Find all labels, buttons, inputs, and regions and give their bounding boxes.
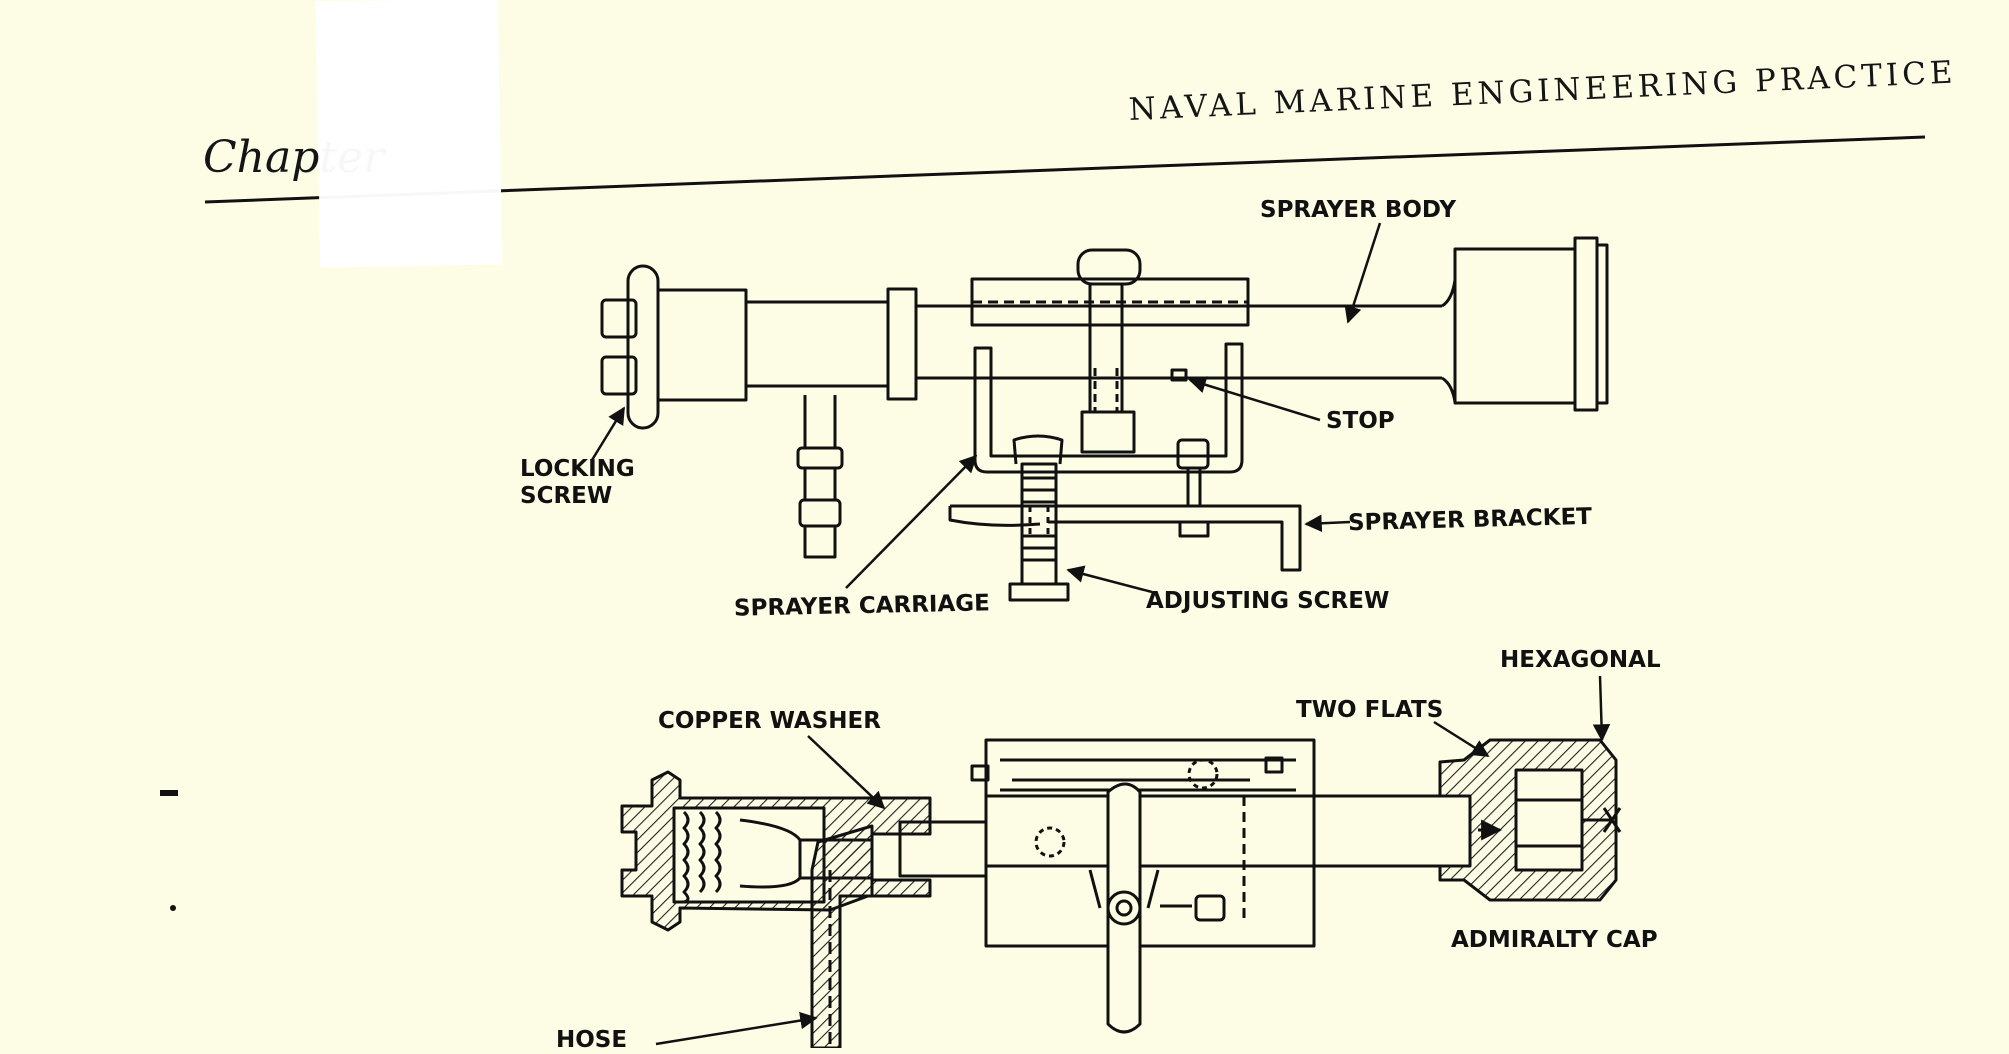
- label-sprayer-carriage: SPRAYER CARRIAGE: [733, 590, 991, 622]
- leader-lines: [590, 222, 1611, 1046]
- paper-patch: [315, 0, 503, 268]
- sprayer-assembly-top-view: [600, 236, 1609, 602]
- sprayer-assembly-section-view: [620, 738, 1622, 1048]
- label-sprayer-body: SPRAYER BODY: [1260, 197, 1456, 223]
- label-stop: STOP: [1326, 408, 1395, 434]
- label-hexagonal: HEXAGONAL: [1500, 647, 1661, 673]
- label-locking-screw: LOCKING SCREW: [520, 456, 635, 509]
- label-copper-washer: COPPER WASHER: [658, 708, 881, 734]
- label-hose: HOSE: [556, 1027, 628, 1053]
- scan-mark: [170, 905, 176, 911]
- label-admiralty-cap: ADMIRALTY CAP: [1451, 927, 1658, 953]
- label-two-flats: TWO FLATS: [1296, 697, 1444, 723]
- scan-mark: [160, 790, 178, 796]
- label-adjusting-screw: ADJUSTING SCREW: [1146, 588, 1390, 614]
